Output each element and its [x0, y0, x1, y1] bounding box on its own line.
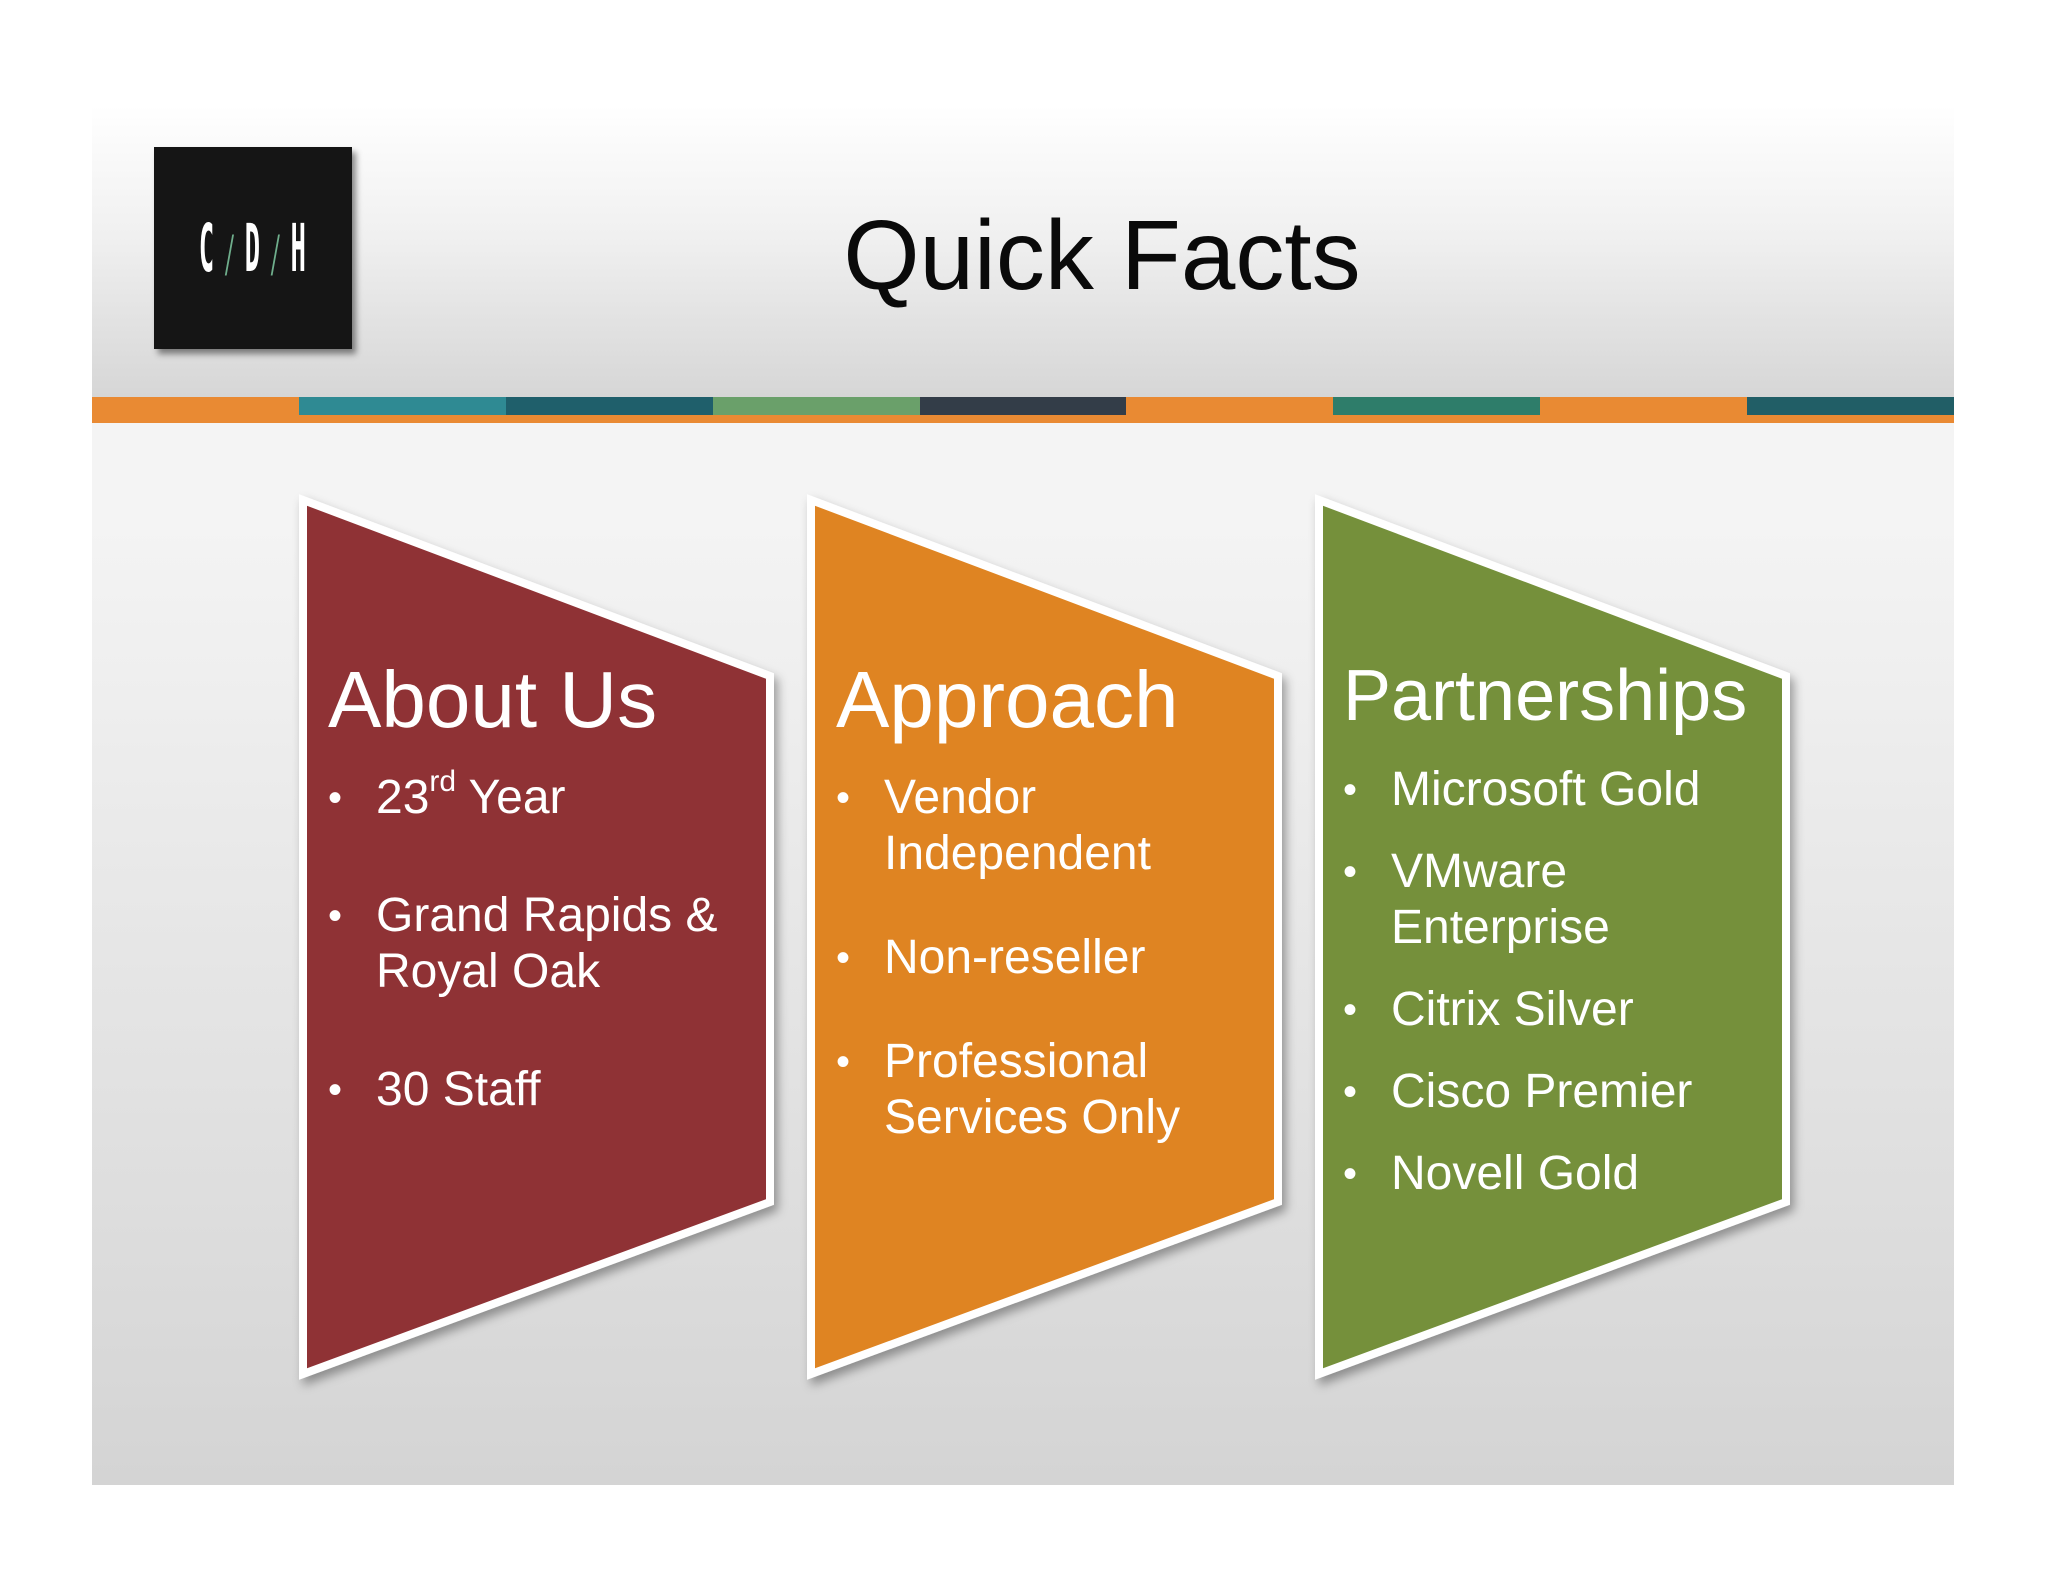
- stripe-segment: [1540, 397, 1748, 415]
- stripe-segment: [92, 397, 299, 415]
- panel-list: Microsoft Gold VMware Enterprise Citrix …: [1343, 762, 1783, 1202]
- panel-heading: About Us: [328, 655, 658, 744]
- list-item: 30 Staff: [328, 1062, 768, 1118]
- list-item: Non-reseller: [836, 930, 1276, 986]
- panel-heading: Partnerships: [1343, 656, 1748, 736]
- logo-text: C/D/H: [199, 209, 307, 287]
- list-item: Vendor Independent: [836, 770, 1276, 882]
- panel-heading: Approach: [836, 655, 1179, 744]
- panel-list: Vendor Independent Non-reseller Professi…: [836, 770, 1276, 1146]
- stripe-segment: [298, 397, 506, 415]
- cdh-logo: C/D/H: [154, 147, 352, 349]
- stripe-segment: [505, 397, 713, 415]
- panel-approach: Approach Vendor Independent Non-reseller…: [836, 660, 1276, 1194]
- slide-header: [92, 105, 1954, 397]
- list-item: Grand Rapids & Royal Oak: [328, 888, 768, 1000]
- panel-list: 23rd Year Grand Rapids & Royal Oak 30 St…: [328, 767, 768, 1119]
- color-stripe: [92, 397, 1954, 415]
- list-item: Citrix Silver: [1343, 982, 1783, 1038]
- panel-partnerships: Partnerships Microsoft Gold VMware Enter…: [1343, 660, 1783, 1228]
- stripe-segment: [712, 397, 920, 415]
- panel-about-us: About Us 23rd Year Grand Rapids & Royal …: [328, 660, 768, 1180]
- page-title: Quick Facts: [843, 200, 1361, 310]
- list-item: Microsoft Gold: [1343, 762, 1783, 818]
- list-item: 23rd Year: [328, 767, 768, 827]
- stripe-segment: [919, 397, 1127, 415]
- list-item: Professional Services Only: [836, 1034, 1276, 1146]
- stripe-segment: [1333, 397, 1541, 415]
- stripe-segment: [1747, 397, 1954, 415]
- stripe-segment: [1126, 397, 1334, 415]
- list-item: Novell Gold: [1343, 1146, 1783, 1202]
- list-item: Cisco Premier: [1343, 1064, 1783, 1120]
- list-item: VMware Enterprise: [1343, 844, 1783, 956]
